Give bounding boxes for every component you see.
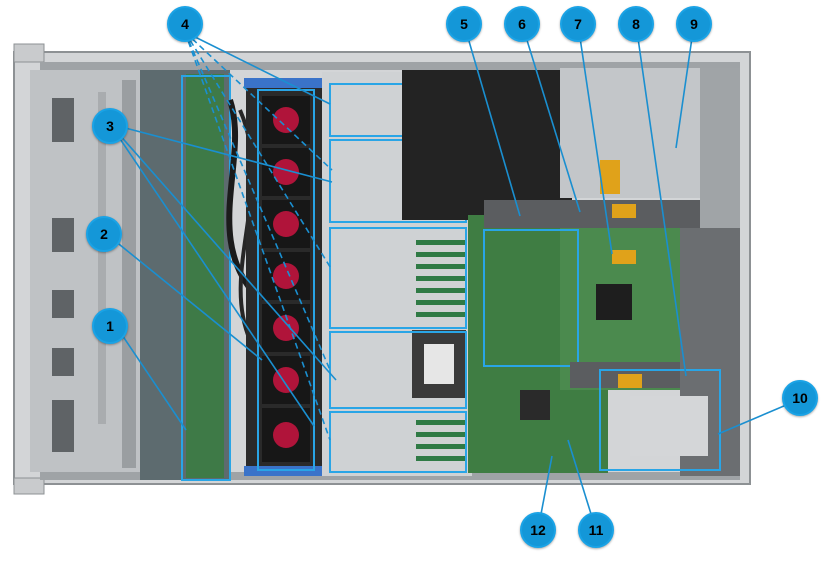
rear-io-highlight <box>599 369 721 471</box>
fan <box>262 408 310 462</box>
leader-lines <box>103 23 799 531</box>
callout-label: 2 <box>100 226 108 242</box>
callout-9: 9 <box>676 6 712 42</box>
front-rail-left <box>98 92 106 424</box>
callout-label: 6 <box>518 16 526 32</box>
callout-label: 12 <box>530 522 546 538</box>
riser-cage-1 <box>484 200 704 228</box>
leader-line <box>577 23 613 255</box>
chip <box>596 284 632 320</box>
leader-line <box>109 123 337 381</box>
front-vents <box>52 98 74 452</box>
callout-label: 4 <box>181 16 189 32</box>
chip <box>520 390 550 420</box>
leader-line <box>675 23 695 149</box>
callout-label: 11 <box>588 522 604 538</box>
air-duct-highlight <box>329 227 467 329</box>
callout-label: 8 <box>632 16 640 32</box>
dimm <box>416 312 466 317</box>
chassis-ear-top-left <box>13 43 45 63</box>
dimm <box>416 252 466 257</box>
callout-label: 1 <box>106 318 114 334</box>
chassis-ear-bottom-left <box>13 477 45 495</box>
leader-line <box>103 231 263 361</box>
callout-7: 7 <box>560 6 596 42</box>
chassis-top-rail <box>40 62 740 70</box>
leader-line <box>635 23 687 377</box>
dimm <box>416 444 466 449</box>
callout-label: 5 <box>460 16 468 32</box>
air-duct-highlight <box>329 331 467 409</box>
fan <box>262 96 310 144</box>
fan <box>262 148 310 196</box>
fan <box>262 252 310 300</box>
fan-cage-highlight <box>257 89 315 471</box>
leader-line <box>109 123 333 183</box>
warning-label <box>612 204 636 218</box>
callout-4: 4 <box>167 6 203 42</box>
leader-line <box>111 319 187 431</box>
callout-2: 2 <box>86 216 122 252</box>
leader-line <box>184 31 331 105</box>
callout-6: 6 <box>504 6 540 42</box>
callout-5: 5 <box>446 6 482 42</box>
psu-bracket <box>700 68 740 228</box>
callout-1: 1 <box>92 308 128 344</box>
fan <box>262 200 310 248</box>
riser-area <box>402 70 572 220</box>
fans <box>262 96 310 462</box>
dimm <box>416 288 466 293</box>
backplane-highlight <box>181 75 231 481</box>
callout-label: 3 <box>106 118 114 134</box>
psu-bay <box>560 68 710 198</box>
leader-line <box>184 31 333 271</box>
vent-grille <box>52 98 74 142</box>
leader-line <box>184 31 331 371</box>
dimm <box>416 276 466 281</box>
leader-line <box>184 31 331 441</box>
leader-line <box>463 23 521 217</box>
warning-label <box>600 160 620 194</box>
front-rail-right <box>122 80 136 468</box>
fan-cage-clip-top <box>244 78 324 88</box>
air-duct-highlight <box>329 411 467 473</box>
riser-highlight <box>483 229 579 367</box>
dimm <box>416 264 466 269</box>
callout-3: 3 <box>92 108 128 144</box>
leader-line <box>109 123 315 427</box>
warning-label <box>618 374 642 388</box>
vent-grille <box>52 218 74 252</box>
fan <box>262 304 310 352</box>
dimm <box>416 420 466 425</box>
callout-12: 12 <box>520 512 556 548</box>
vent-grille <box>52 348 74 376</box>
dimm <box>416 300 466 305</box>
drive-cage <box>630 396 708 456</box>
vent-grille <box>52 290 74 318</box>
warning-label <box>612 250 636 264</box>
callout-label: 7 <box>574 16 582 32</box>
dimm <box>416 456 466 461</box>
leader-line <box>521 23 581 213</box>
callout-10: 10 <box>782 380 818 416</box>
fan <box>262 356 310 404</box>
backplane-board <box>186 74 224 478</box>
cpu-heatsink-label <box>424 344 454 384</box>
callout-8: 8 <box>618 6 654 42</box>
dimm <box>416 432 466 437</box>
vent-grille <box>52 400 74 452</box>
callout-label: 10 <box>792 390 808 406</box>
leader-line <box>184 31 333 171</box>
dimm <box>416 240 466 245</box>
callout-label: 9 <box>690 16 698 32</box>
callout-11: 11 <box>578 512 614 548</box>
